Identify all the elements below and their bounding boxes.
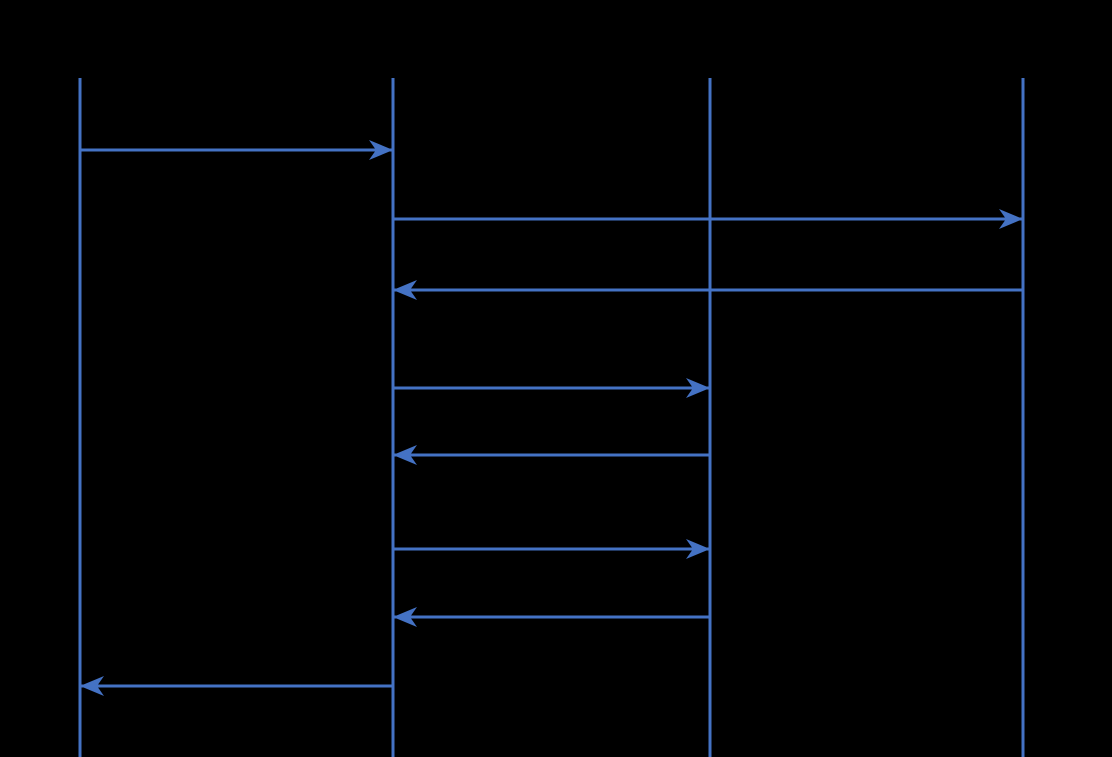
sequence-diagram bbox=[78, 78, 1025, 757]
diagram-canvas bbox=[78, 78, 1025, 757]
